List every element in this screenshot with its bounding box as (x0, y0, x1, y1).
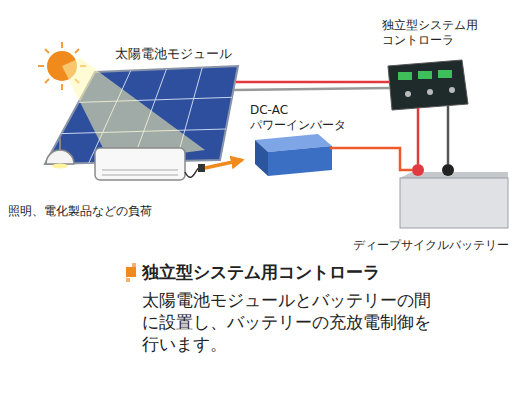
power-plug (198, 164, 205, 172)
wire-connector (205, 160, 242, 168)
controller-knob (427, 89, 433, 95)
caption: 太陽電池モジュールとバッテリーの間に設置し、バッテリーの充放電制御を行います。 (142, 289, 438, 355)
aircon-louver (102, 175, 178, 176)
node-label: ディープサイクルバッテリー (353, 238, 513, 253)
controller-lamp (438, 70, 452, 78)
controller: 独立型システム用 コントローラ (378, 18, 488, 115)
battery-terminal-positive (412, 164, 424, 176)
wire-connector (348, 148, 400, 155)
solar-module: 太陽電池モジュール (40, 46, 250, 166)
controller-lamp (398, 72, 412, 80)
sun-beam (62, 58, 205, 162)
wire-negative (447, 106, 450, 164)
node-label: 独立型システム用 コントローラ (382, 18, 486, 48)
power-inverter: DC-AC パワーインバータ (240, 103, 348, 178)
aircon-louver (102, 170, 178, 171)
sun-ray (45, 79, 49, 83)
wire-connector (250, 81, 378, 84)
wire-stub (400, 155, 412, 170)
heading: 独立型システム用コントローラ (142, 261, 380, 284)
lamp-shade (46, 150, 74, 164)
inverter-front (268, 146, 332, 176)
wire-stub (378, 81, 390, 84)
sun-ray (45, 49, 49, 53)
controller-knob (405, 91, 411, 97)
battery: ディープサイクルバッテリー (345, 155, 515, 255)
sun-ray (38, 65, 44, 67)
wire-stub (417, 108, 420, 115)
sun-ray (61, 84, 63, 90)
lamp-light (52, 164, 68, 169)
node-label: 照明、電化製品などの負荷 (8, 204, 203, 219)
lamp-stem (59, 138, 61, 150)
controller-knob (449, 87, 455, 93)
battery-body (400, 178, 508, 228)
sun-ray (61, 42, 63, 48)
load: 照明、電化製品などの負荷 (5, 140, 205, 222)
controller-box (388, 60, 468, 110)
battery-terminal-negative (442, 164, 454, 176)
wire-negative (234, 88, 390, 90)
wire-stub (330, 147, 348, 150)
node-label: DC-AC パワーインバータ (250, 103, 346, 133)
power-cord (185, 168, 199, 177)
title-icon (126, 267, 136, 277)
sun-ray (75, 49, 79, 53)
title-icon (126, 278, 130, 282)
inverter-side (255, 140, 268, 176)
wire-stub (236, 81, 250, 84)
node-label: 太陽電池モジュール (115, 46, 248, 62)
controller-lamp (418, 71, 432, 79)
wire-stub (417, 155, 420, 164)
air-conditioner (95, 148, 185, 180)
wire-connector (417, 115, 420, 155)
title-icon (132, 263, 136, 267)
